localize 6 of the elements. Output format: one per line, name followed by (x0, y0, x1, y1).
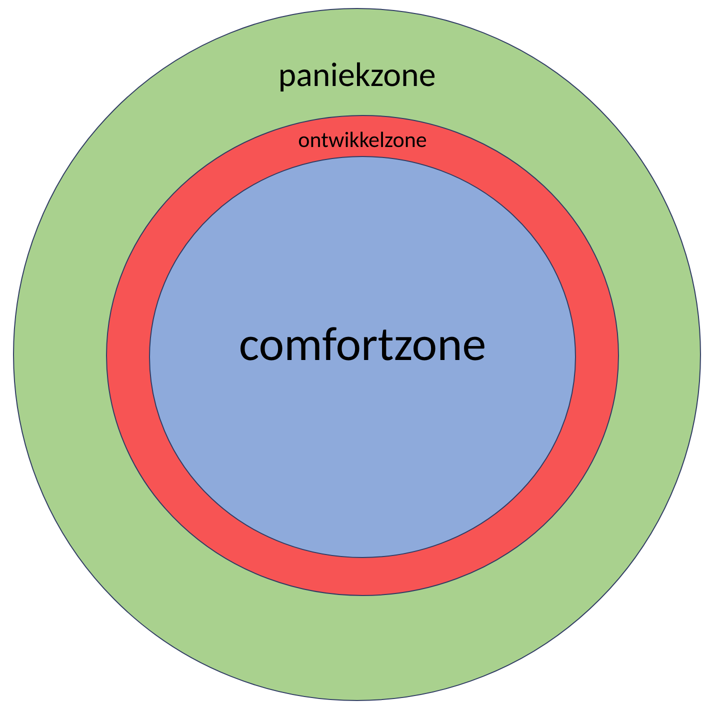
zone-label: ontwikkelzone (298, 127, 427, 152)
zone-circle (106, 115, 619, 596)
zone-circle (149, 156, 576, 558)
zone-label: paniekzone (278, 56, 436, 96)
zone-circle (13, 8, 701, 701)
zone-label: comfortzone (238, 316, 486, 372)
